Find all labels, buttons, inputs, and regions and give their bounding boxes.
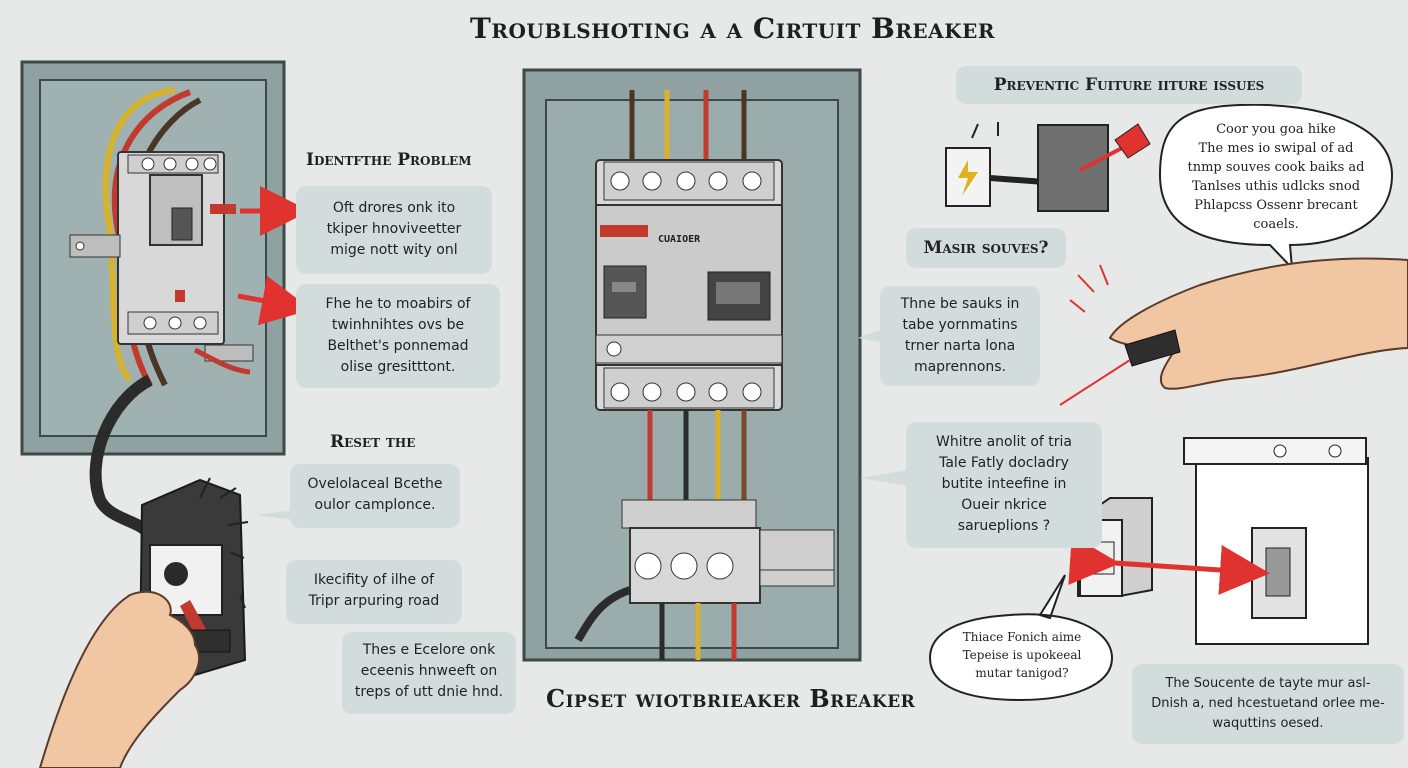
- double-red-arrow: [1068, 535, 1270, 595]
- breaker-label: CUAIOER: [658, 234, 701, 245]
- white-box: Whitre anolit of tria Tale Fatly docladr…: [906, 422, 1102, 548]
- reset-heading: Reset the: [330, 432, 416, 452]
- preventing-speech-bubble: [1158, 103, 1394, 271]
- text-line: mutar tanigod?: [975, 666, 1069, 680]
- text-line: mige nott wity onl: [330, 242, 458, 258]
- text-line: coaels.: [1253, 217, 1299, 232]
- white-speech-bubble: [928, 574, 1114, 702]
- text-line: Phlapcss Ossenr brecant: [1194, 198, 1358, 213]
- main-sources-heading: Masir souves?: [923, 238, 1049, 258]
- text-line: Tanlses uthis udlcks snod: [1191, 179, 1361, 194]
- right-breaker-box: [1183, 437, 1369, 645]
- text-line: waquttins oesed.: [1212, 716, 1324, 731]
- tester-spark-lines: [199, 477, 249, 609]
- text-line: Tripr arpuring road: [308, 593, 440, 609]
- text-line: treps of utt dnie hnd.: [354, 684, 504, 700]
- text-line: The mes io swipal of ad: [1198, 141, 1354, 156]
- text-line: Coor you goa hike: [1216, 122, 1336, 137]
- reset-box-2: Ikecifity of ilhe of Tripr arpuring road: [286, 560, 462, 624]
- text-line: Belthet's ponnemad: [327, 338, 469, 354]
- right-hand-remote: [1059, 257, 1408, 406]
- text-line: tabe yornmatins: [902, 317, 1018, 333]
- text-line: tnmp souves cook baiks ad: [1187, 160, 1365, 175]
- reset-box-3: Thes e Ecelore onk eceenis hnweeft on tr…: [342, 632, 516, 714]
- outlet-plug-illustration: [945, 122, 1151, 212]
- bottom-title: Cipset wiotbrieaker Breaker: [546, 684, 916, 713]
- center-electrical-panel: [522, 68, 862, 662]
- left-red-arrows: [237, 186, 312, 326]
- preventing-heading: Preventic Fuiture iiture issues: [993, 75, 1265, 95]
- text-line: Oft drores onk ito: [332, 200, 456, 216]
- text-line: trner narta lona: [904, 338, 1016, 354]
- main-sources-heading-box: Masir souves?: [906, 228, 1066, 268]
- page-title: Troublshoting a a Cirtuit Breaker: [470, 12, 995, 45]
- identify-box-1: Oft drores onk ito tkiper hnoviveetter m…: [296, 186, 492, 274]
- text-line: olise gresitttont.: [340, 359, 456, 375]
- text-line: Fhe he to moabirs of: [325, 296, 471, 312]
- preventing-bubble-text: Coor you goa hike The mes io swipal of a…: [1168, 120, 1384, 234]
- text-line: butite inteefine in: [941, 476, 1067, 492]
- bottom-right-box: The Soucente de tayte mur asl- Dnish a, …: [1132, 664, 1404, 744]
- text-line: Dnish a, ned hcestuetand orlee me-: [1151, 696, 1385, 711]
- text-line: Oueir nkrice: [961, 497, 1047, 513]
- text-line: Ovelolaceal Bcethe: [307, 476, 443, 492]
- text-line: Tale Fatly docladry: [939, 455, 1069, 471]
- text-line: Whitre anolit of tria: [935, 434, 1072, 450]
- text-line: maprennons.: [913, 359, 1007, 375]
- main-sources-box: Thne be sauks in tabe yornmatins trner n…: [880, 286, 1040, 386]
- left-hand: [38, 590, 200, 768]
- text-line: Thne be sauks in: [900, 296, 1020, 312]
- text-line: eceenis hnweeft on: [360, 663, 498, 679]
- reset-box-1: Ovelolaceal Bcethe oulor camplonce.: [290, 464, 460, 528]
- text-line: sarueplions ?: [957, 518, 1051, 534]
- text-line: oulor camplonce.: [314, 497, 436, 513]
- left-electrical-panel: [20, 60, 286, 539]
- text-line: The Soucente de tayte mur asl-: [1165, 676, 1371, 691]
- identify-box-2: Fhe he to moabirs of twinhnihtes ovs be …: [296, 284, 500, 388]
- text-line: Tepeise is upokeeal: [962, 648, 1082, 662]
- text-line: Thiace Fonich aime: [962, 630, 1082, 644]
- text-line: tkiper hnoviveetter: [326, 221, 462, 237]
- callout-tails: [256, 330, 908, 520]
- preventing-heading-box: Preventic Fuiture iiture issues: [956, 66, 1302, 104]
- text-line: twinhnihtes ovs be: [331, 317, 465, 333]
- identify-heading: Identfthe Problem: [306, 150, 472, 170]
- text-line: Ikecifity of ilhe of: [313, 572, 435, 588]
- white-bubble-text: Thiace Fonich aime Tepeise is upokeeal m…: [934, 628, 1110, 682]
- text-line: Thes e Ecelore onk: [362, 642, 496, 658]
